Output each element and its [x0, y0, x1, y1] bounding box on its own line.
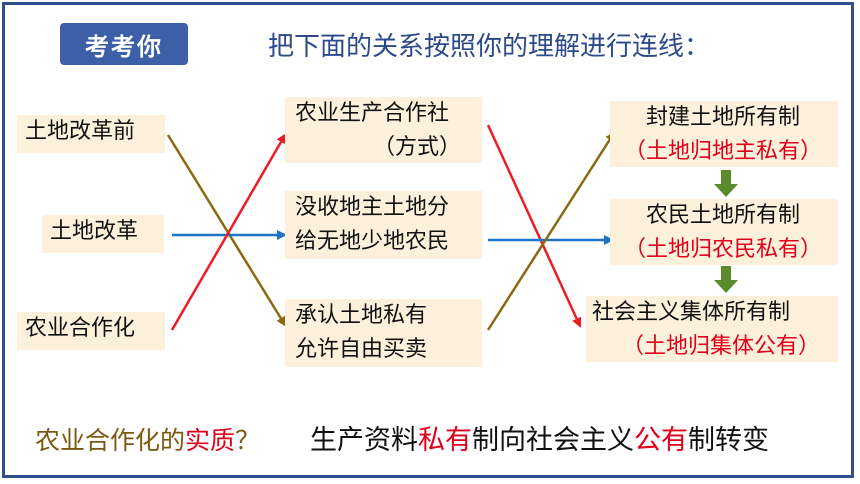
right-item-title: 封建土地所有制: [646, 105, 801, 130]
mid-item-confiscate[interactable]: 没收地主土地分 给无地少地农民: [285, 191, 482, 259]
mid-item-line: 允许自由买卖: [295, 337, 428, 362]
answer-highlight: 私有: [418, 425, 472, 456]
down-arrow-icon: [714, 170, 738, 197]
line-left3-to-mid1: [170, 133, 287, 331]
right-item-subtitle: （土地归集体公有）: [622, 334, 821, 359]
question-text: 农业合作化的实质？: [35, 421, 260, 457]
left-item-label: 土地改革: [50, 219, 139, 244]
answer-part: 制向社会主义: [472, 425, 634, 456]
right-item-subtitle: （土地归农民私有）: [624, 237, 823, 262]
right-item-collective[interactable]: 社会主义集体所有制 （土地归集体公有）: [586, 296, 838, 362]
answer-part: 生产资料: [310, 425, 418, 456]
line-mid1-to-right3: [486, 124, 582, 328]
mid-item-line: 农业生产合作社: [295, 101, 450, 126]
left-item-land-reform[interactable]: 土地改革: [42, 215, 164, 253]
question-prefix: 农业合作化的: [35, 426, 186, 455]
line-mid3-to-right1: [486, 131, 616, 331]
down-arrow-icon: [714, 266, 738, 293]
right-item-peasant[interactable]: 农民土地所有制 （土地归农民私有）: [610, 199, 838, 265]
mid-item-line: 承认土地私有: [295, 303, 428, 328]
mid-item-line: （方式）: [373, 135, 462, 160]
answer-text: 生产资料私有制向社会主义公有制转变: [310, 418, 769, 457]
mid-item-private[interactable]: 承认土地私有 允许自由买卖: [285, 299, 482, 367]
slide-frame: [2, 2, 854, 478]
right-item-feudal[interactable]: 封建土地所有制 （土地归地主私有）: [610, 101, 838, 167]
answer-highlight: 公有: [634, 425, 688, 456]
left-item-pre-reform[interactable]: 土地改革前: [17, 115, 165, 153]
answer-part: 制转变: [688, 425, 769, 456]
left-item-label: 农业合作化: [25, 316, 136, 341]
mid-item-line: 没收地主土地分: [295, 195, 450, 220]
question-suffix: ？: [235, 426, 261, 455]
line-left1-to-mid3: [166, 134, 287, 327]
left-item-label: 土地改革前: [25, 119, 136, 144]
quiz-badge: 考考你: [60, 23, 188, 65]
mid-item-cooperative[interactable]: 农业生产合作社 （方式）: [285, 97, 482, 163]
right-item-subtitle: （土地归地主私有）: [624, 139, 823, 164]
instruction-text: 把下面的关系按照你的理解进行连线：: [268, 32, 711, 62]
right-item-title: 农民土地所有制: [646, 203, 801, 228]
question-highlight: 实质: [185, 426, 236, 455]
mid-item-line: 给无地少地农民: [295, 229, 450, 254]
left-item-cooperative[interactable]: 农业合作化: [17, 312, 165, 350]
right-item-title: 社会主义集体所有制: [592, 300, 791, 325]
